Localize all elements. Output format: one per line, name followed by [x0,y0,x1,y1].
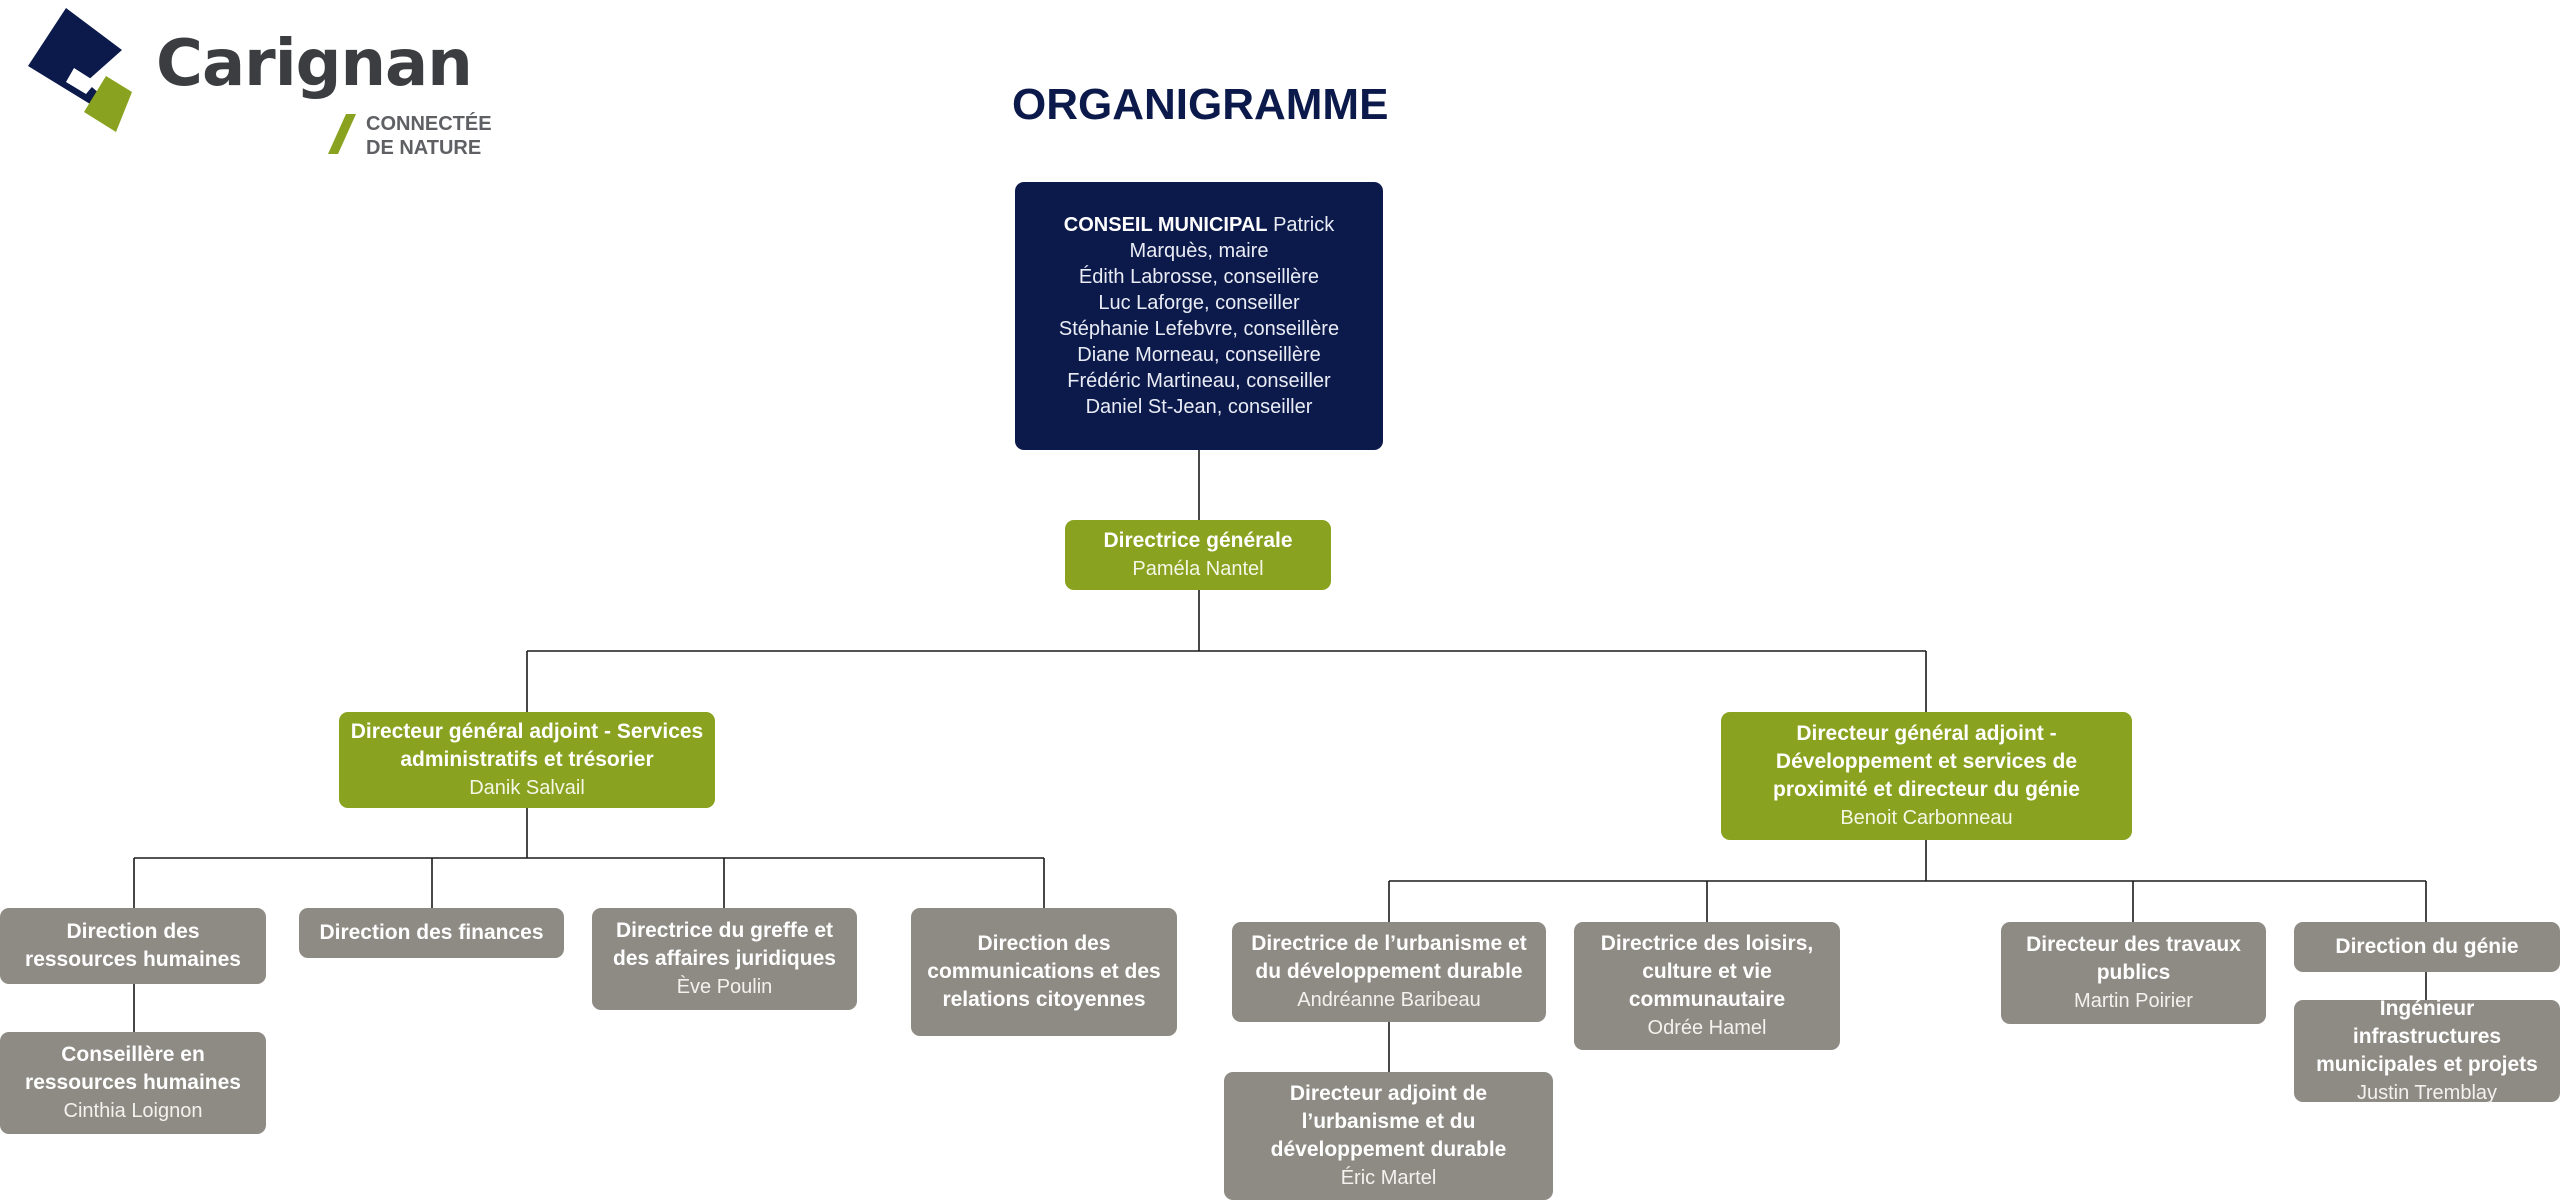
council-member: Édith Labrosse, conseillère [1078,266,1320,288]
travaux-person: Martin Poirier [2074,990,2193,1012]
genie-engineer-box: Ingénieur infrastructures municipales et… [2294,997,2560,1104]
loisirs-title: Directrice des loisirs, culture et vie c… [1600,932,1814,1011]
dga-dev-title: Directeur général adjoint - Développemen… [1773,722,2080,801]
dga-admin-person: Danik Salvail [469,777,585,799]
council-member: Diane Morneau, conseillère [1077,344,1321,366]
dga-dev-box: Directeur général adjoint - Développemen… [1721,712,2132,840]
travaux-box: Directeur des travaux publics Martin Poi… [2001,922,2266,1024]
urbanisme-adjoint-title: Directeur adjoint de l’urbanisme et du d… [1270,1082,1507,1161]
logo-tagline: CONNECTÉE DE NATURE [366,112,492,160]
travaux-title: Directeur des travaux publics [2026,933,2241,984]
greffe-person: Ève Poulin [676,976,773,998]
logo-wordmark: Carignan [156,27,473,101]
urbanisme-title: Directrice de l’urbanisme et du développ… [1251,932,1527,983]
council-box: CONSEIL MUNICIPAL Patrick Marquès, maire… [1015,182,1383,450]
dga-dev-person: Benoit Carbonneau [1840,807,2013,829]
rh-adviser-person: Cinthia Loignon [63,1100,203,1122]
council-first-line: CONSEIL MUNICIPAL Patrick Marquès, maire [1025,212,1373,264]
rh-title: Direction des ressources humaines [25,920,241,971]
genie-title: Direction du génie [2335,935,2519,958]
urbanisme-adjoint-person: Éric Martel [1340,1167,1437,1189]
dga-admin-box: Directeur général adjoint - Services adm… [339,712,715,808]
urbanisme-adjoint-box: Directeur adjoint de l’urbanisme et du d… [1224,1072,1553,1200]
logo-slash-icon [328,114,356,154]
rh-adviser-box: Conseillère en ressources humaines Cinth… [0,1032,266,1134]
council-member: Luc Laforge, conseiller [1098,292,1300,314]
council-member: Stéphanie Lefebvre, conseillère [1058,318,1340,340]
logo-tagline-line1: CONNECTÉE [366,113,492,135]
greffe-box: Directrice du greffe et des affaires jur… [592,908,857,1010]
carignan-logo: Carignan CONNECTÉE DE NATURE [28,8,508,160]
council-member: Frédéric Martineau, conseiller [1067,370,1331,392]
carignan-emblem-icon [28,8,132,132]
finances-title: Direction des finances [319,921,544,944]
greffe-title: Directrice du greffe et des affaires jur… [613,919,836,970]
urbanisme-person: Andréanne Baribeau [1297,989,1481,1011]
rh-box: Direction des ressources humaines [0,908,266,984]
finances-box: Direction des finances [299,908,564,958]
genie-engineer-person: Justin Tremblay [2356,1082,2498,1104]
communications-box: Direction des communications et des rela… [911,908,1177,1036]
genie-box: Direction du génie [2294,922,2560,972]
council-member-mayor: Patrick Marquès, maire [1129,214,1335,262]
urbanisme-box: Directrice de l’urbanisme et du développ… [1232,922,1546,1022]
page-title: ORGANIGRAMME [1012,80,1389,129]
rh-adviser-title: Conseillère en ressources humaines [25,1043,241,1094]
loisirs-person: Odrée Hamel [1647,1017,1767,1039]
loisirs-box: Directrice des loisirs, culture et vie c… [1574,922,1840,1050]
dg-title: Directrice générale [1103,529,1293,552]
genie-engineer-title: Ingénieur infrastructures municipales et… [2316,997,2538,1076]
dg-person: Paméla Nantel [1132,558,1264,580]
council-member: Daniel St-Jean, conseiller [1085,396,1313,418]
communications-title: Direction des communications et des rela… [927,932,1161,1011]
logo-tagline-line2: DE NATURE [366,137,482,159]
dg-box: Directrice générale Paméla Nantel [1065,520,1331,590]
council-heading: CONSEIL MUNICIPAL [1063,214,1268,236]
dga-admin-title: Directeur général adjoint - Services adm… [350,720,704,771]
